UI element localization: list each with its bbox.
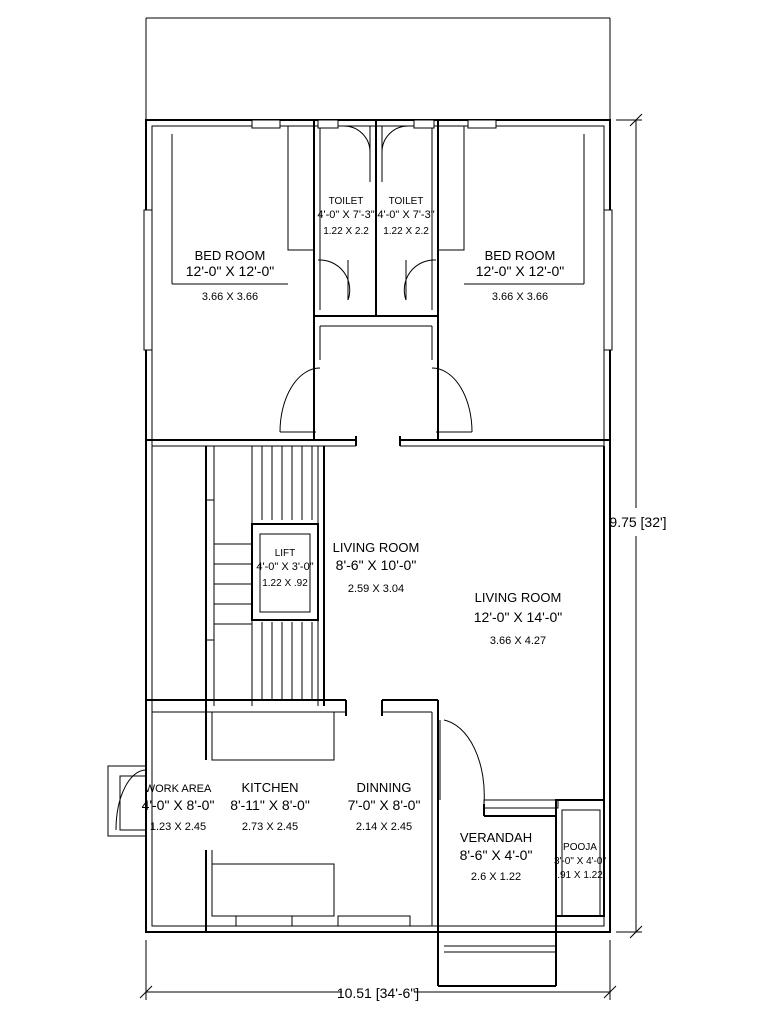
room-name: LIFT (275, 548, 296, 559)
room-label-lift: LIFT 4'-0" X 3'-0" 1.22 X .92 (256, 548, 313, 589)
room-name: BED ROOM (195, 248, 266, 263)
top-boundary (145, 17, 611, 120)
room-label-kitchen: KITCHEN 8'-11" X 8'-0" 2.73 X 2.45 (230, 780, 310, 833)
room-area: 2.73 X 2.45 (242, 821, 298, 833)
room-area: 1.22 X 2.2 (323, 226, 369, 237)
stair-landing-treads (214, 543, 252, 625)
room-name: POOJA (563, 842, 597, 853)
overall-depth-label: 9.75 [32'] (609, 514, 666, 530)
room-dimension: 3'-0" X 4'-0" (554, 856, 607, 867)
room-area: 2.59 X 3.04 (348, 583, 404, 595)
room-area: 2.14 X 2.45 (356, 821, 412, 833)
room-dimension: 12'-0" X 12'-0" (186, 263, 274, 279)
room-name: DINNING (357, 780, 412, 795)
room-label-living-small: LIVING ROOM 8'-6" X 10'-0" 2.59 X 3.04 (333, 540, 420, 595)
stair-treads-lower (261, 622, 313, 700)
room-dimension: 4'-0" X 7'-3" (317, 209, 374, 221)
room-dimension: 4'-0" X 8'-0" (142, 797, 215, 813)
lift-shaft (251, 523, 319, 621)
room-label-work-area: WORK AREA 4'-0" X 8'-0" 1.23 X 2.45 (142, 783, 215, 833)
dimension-width (139, 940, 617, 1002)
room-name: LIVING ROOM (333, 540, 420, 555)
room-dimension: 12'-0" X 14'-0" (474, 609, 562, 625)
room-dimension: 7'-0" X 8'-0" (348, 797, 421, 813)
room-label-dinning: DINNING 7'-0" X 8'-0" 2.14 X 2.45 (348, 780, 421, 833)
room-dimension: 4'-0" X 3'-0" (256, 561, 313, 573)
room-name: LIVING ROOM (475, 590, 562, 605)
room-area: 2.6 X 1.22 (471, 871, 521, 883)
room-area: 3.66 X 4.27 (490, 635, 546, 647)
stair-treads-upper (261, 446, 313, 520)
room-dimension: 4'-0" X 7'-3" (377, 209, 434, 221)
room-name: KITCHEN (241, 780, 298, 795)
room-name: BED ROOM (485, 248, 556, 263)
room-area: 1.23 X 2.45 (150, 821, 206, 833)
staircase (205, 446, 325, 706)
room-name: VERANDAH (460, 830, 532, 845)
lower-partitions (146, 446, 605, 987)
room-dimension: 8'-6" X 10'-0" (336, 557, 417, 573)
room-dimension: 12'-0" X 12'-0" (476, 263, 564, 279)
room-label-verandah: VERANDAH 8'-6" X 4'-0" 2.6 X 1.22 (460, 830, 533, 883)
room-name: TOILET (389, 196, 424, 207)
room-label-pooja: POOJA 3'-0" X 4'-0" .91 X 1.22 (554, 842, 607, 881)
room-dimension: 8'-11" X 8'-0" (230, 797, 310, 813)
room-area: 3.66 X 3.66 (492, 291, 548, 303)
room-label-bed-left: BED ROOM 12'-0" X 12'-0" 3.66 X 3.66 (186, 248, 274, 303)
doors (107, 125, 485, 837)
upper-partitions (146, 119, 610, 447)
room-label-living-large: LIVING ROOM 12'-0" X 14'-0" 3.66 X 4.27 (474, 590, 562, 647)
room-dimension: 8'-6" X 4'-0" (460, 847, 533, 863)
room-label-toilet-left: TOILET 4'-0" X 7'-3" 1.22 X 2.2 (317, 196, 374, 237)
room-area: 1.22 X 2.2 (383, 226, 429, 237)
room-name: WORK AREA (145, 783, 212, 795)
room-label-toilet-right: TOILET 4'-0" X 7'-3" 1.22 X 2.2 (377, 196, 434, 237)
room-name: TOILET (329, 196, 364, 207)
dimension-depth (612, 113, 664, 939)
room-area: 1.22 X .92 (262, 578, 308, 589)
room-area: 3.66 X 3.66 (202, 291, 258, 303)
room-area: .91 X 1.22 (557, 870, 603, 881)
room-label-bed-right: BED ROOM 12'-0" X 12'-0" 3.66 X 3.66 (476, 248, 564, 303)
overall-width-label: 10.51 [34'-6"] (337, 985, 419, 1001)
